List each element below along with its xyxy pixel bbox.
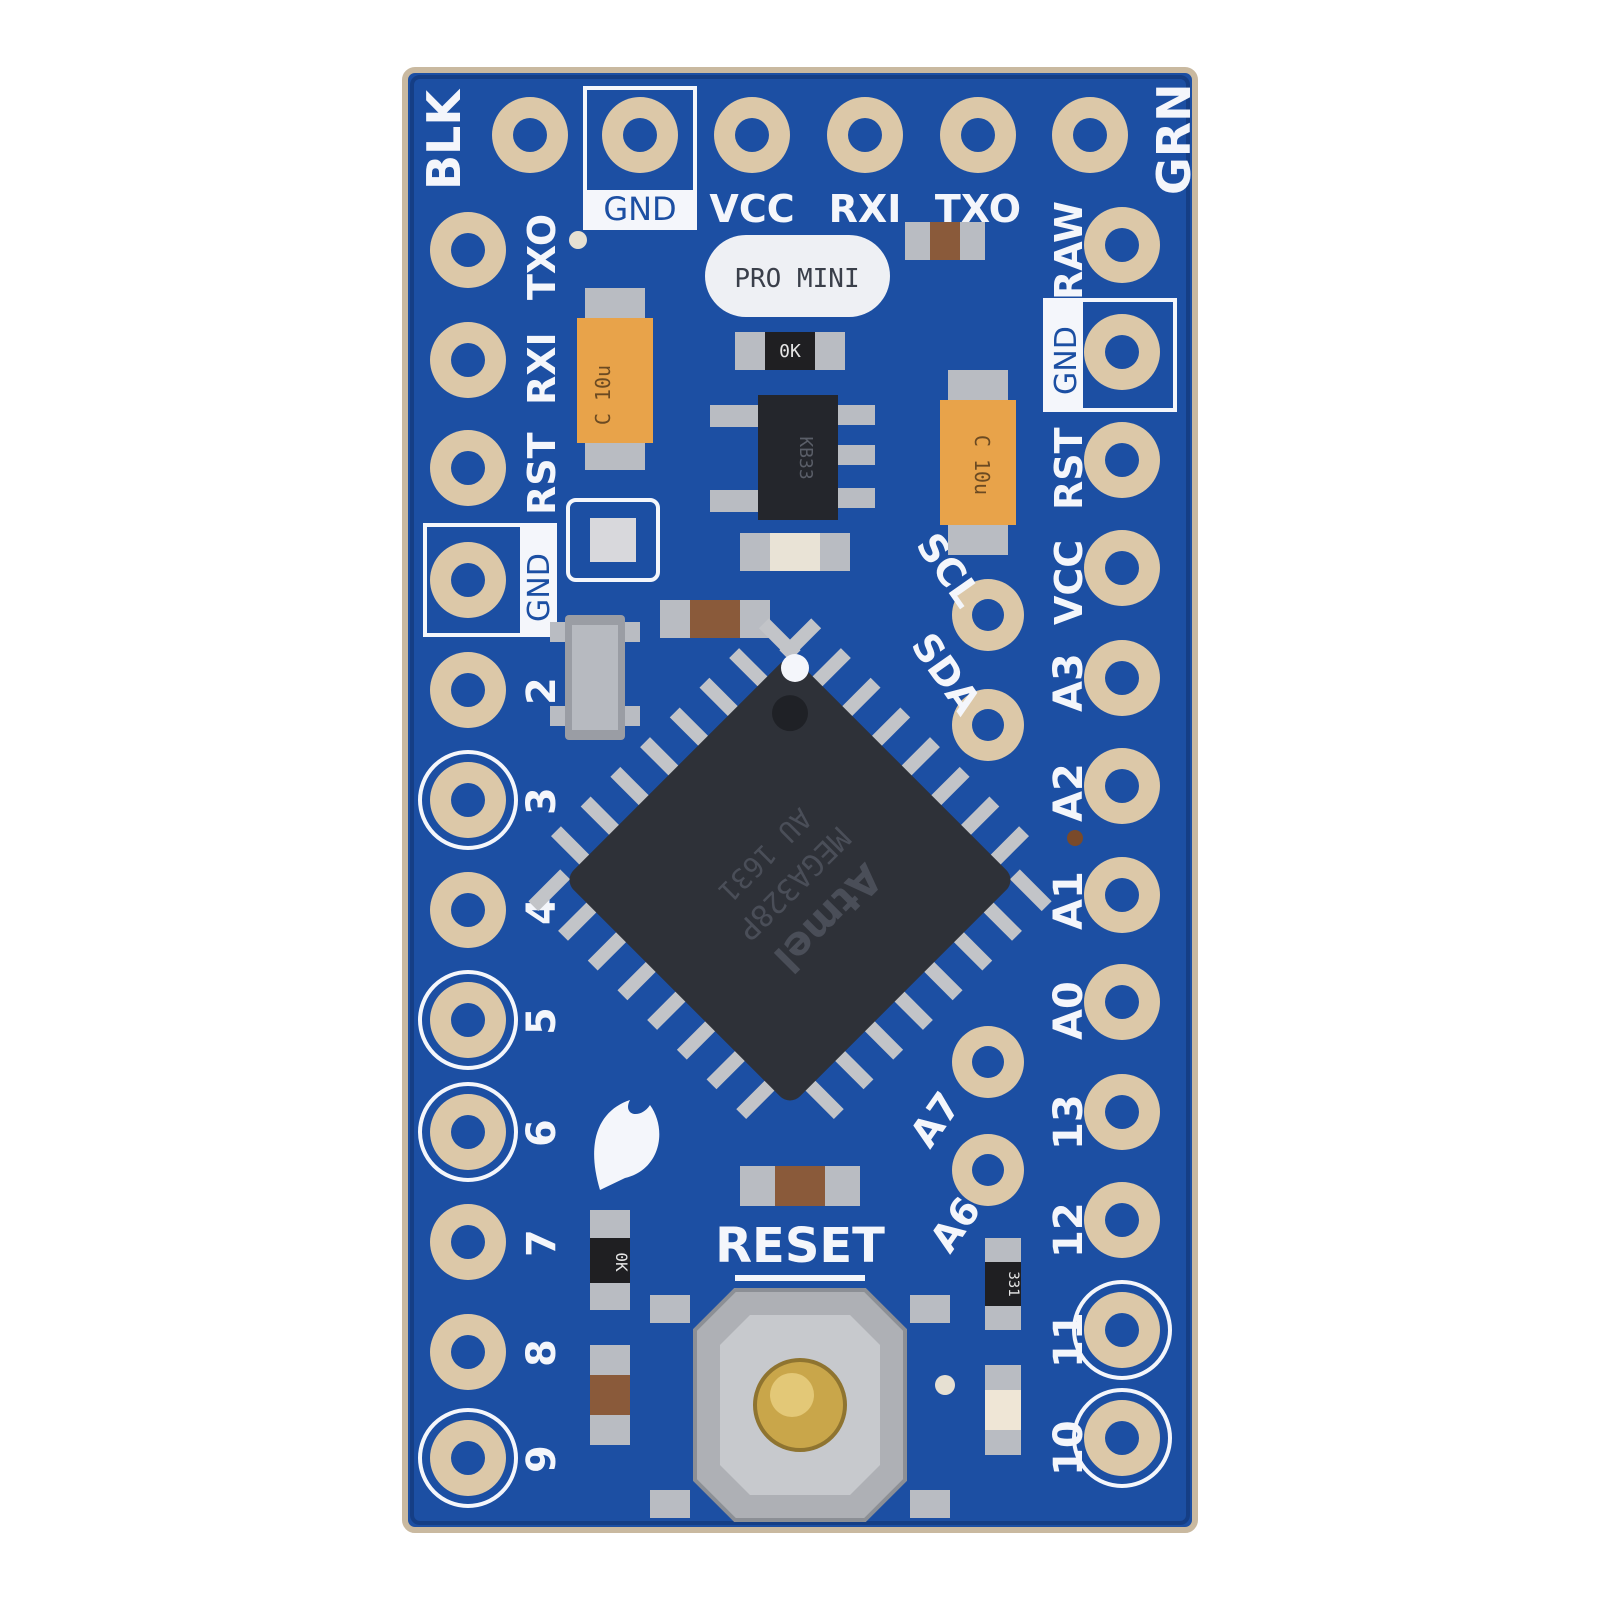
svg-text:12: 12 <box>1046 1202 1092 1258</box>
left-rxi-label: RXI <box>520 332 564 405</box>
left-header-pads <box>430 212 506 1496</box>
svg-text:10: 10 <box>1046 1420 1092 1476</box>
left-gnd-label: GND <box>522 553 557 622</box>
reset-label: RESET <box>715 1218 885 1274</box>
svg-text:0K: 0K <box>612 1252 631 1272</box>
top-rxi-label: RXI <box>829 187 902 231</box>
grn-label: GRN <box>1147 83 1201 195</box>
tantalum-capacitor-left: C 10u <box>577 288 653 470</box>
svg-text:6: 6 <box>519 1119 565 1147</box>
blk-label: BLK <box>417 88 471 190</box>
svg-text:A3: A3 <box>1046 653 1092 712</box>
svg-text:KB33: KB33 <box>795 436 816 479</box>
svg-text:A2: A2 <box>1046 763 1092 822</box>
svg-text:8: 8 <box>519 1339 565 1367</box>
svg-text:13: 13 <box>1046 1094 1092 1150</box>
svg-text:0K: 0K <box>779 341 801 362</box>
right-rst-label: RST <box>1047 427 1091 510</box>
left-rst-label: RST <box>520 432 564 515</box>
svg-text:5: 5 <box>519 1007 565 1035</box>
svg-text:9: 9 <box>519 1445 565 1473</box>
voltage-regulator: KB33 <box>710 395 875 520</box>
right-raw-label: RAW <box>1047 201 1091 300</box>
svg-text:A0: A0 <box>1046 981 1092 1040</box>
top-vcc-label: VCC <box>709 187 794 231</box>
pro-mini-text: PRO MINI <box>734 264 859 294</box>
top-gnd-label: GND <box>603 190 676 228</box>
right-vcc-label: VCC <box>1047 540 1091 625</box>
right-analog-labels: A3 A2 A1 A0 13 12 11 10 <box>1046 653 1092 1476</box>
svg-text:C 10u: C 10u <box>970 435 994 495</box>
svg-text:3: 3 <box>519 787 565 815</box>
left-digital-labels: 2 3 4 5 6 7 8 9 <box>519 677 565 1473</box>
status-led <box>590 518 636 562</box>
left-txo-label: TXO <box>520 214 564 300</box>
tantalum-capacitor-right: C 10u <box>940 370 1016 555</box>
microcontroller: Atmel MEGA328P AU 1631 <box>528 618 1052 1120</box>
inner-analog-pads <box>952 579 1024 1206</box>
svg-text:331: 331 <box>1005 1271 1021 1296</box>
reset-button[interactable] <box>650 1288 950 1522</box>
smd-resistors: 0K 0K 331 <box>590 222 1021 1455</box>
svg-text:A1: A1 <box>1046 871 1092 930</box>
top-header-pads <box>492 97 1128 173</box>
flame-logo <box>594 1100 660 1190</box>
right-gnd-label: GND <box>1049 326 1084 395</box>
svg-text:7: 7 <box>519 1229 565 1257</box>
right-header-pads <box>1084 207 1160 1476</box>
svg-text:2: 2 <box>519 677 565 705</box>
pro-mini-badge <box>705 235 890 317</box>
svg-text:11: 11 <box>1046 1312 1092 1368</box>
svg-text:C 10u: C 10u <box>591 365 615 425</box>
status-led-outline <box>566 498 660 582</box>
resonator <box>550 615 640 740</box>
